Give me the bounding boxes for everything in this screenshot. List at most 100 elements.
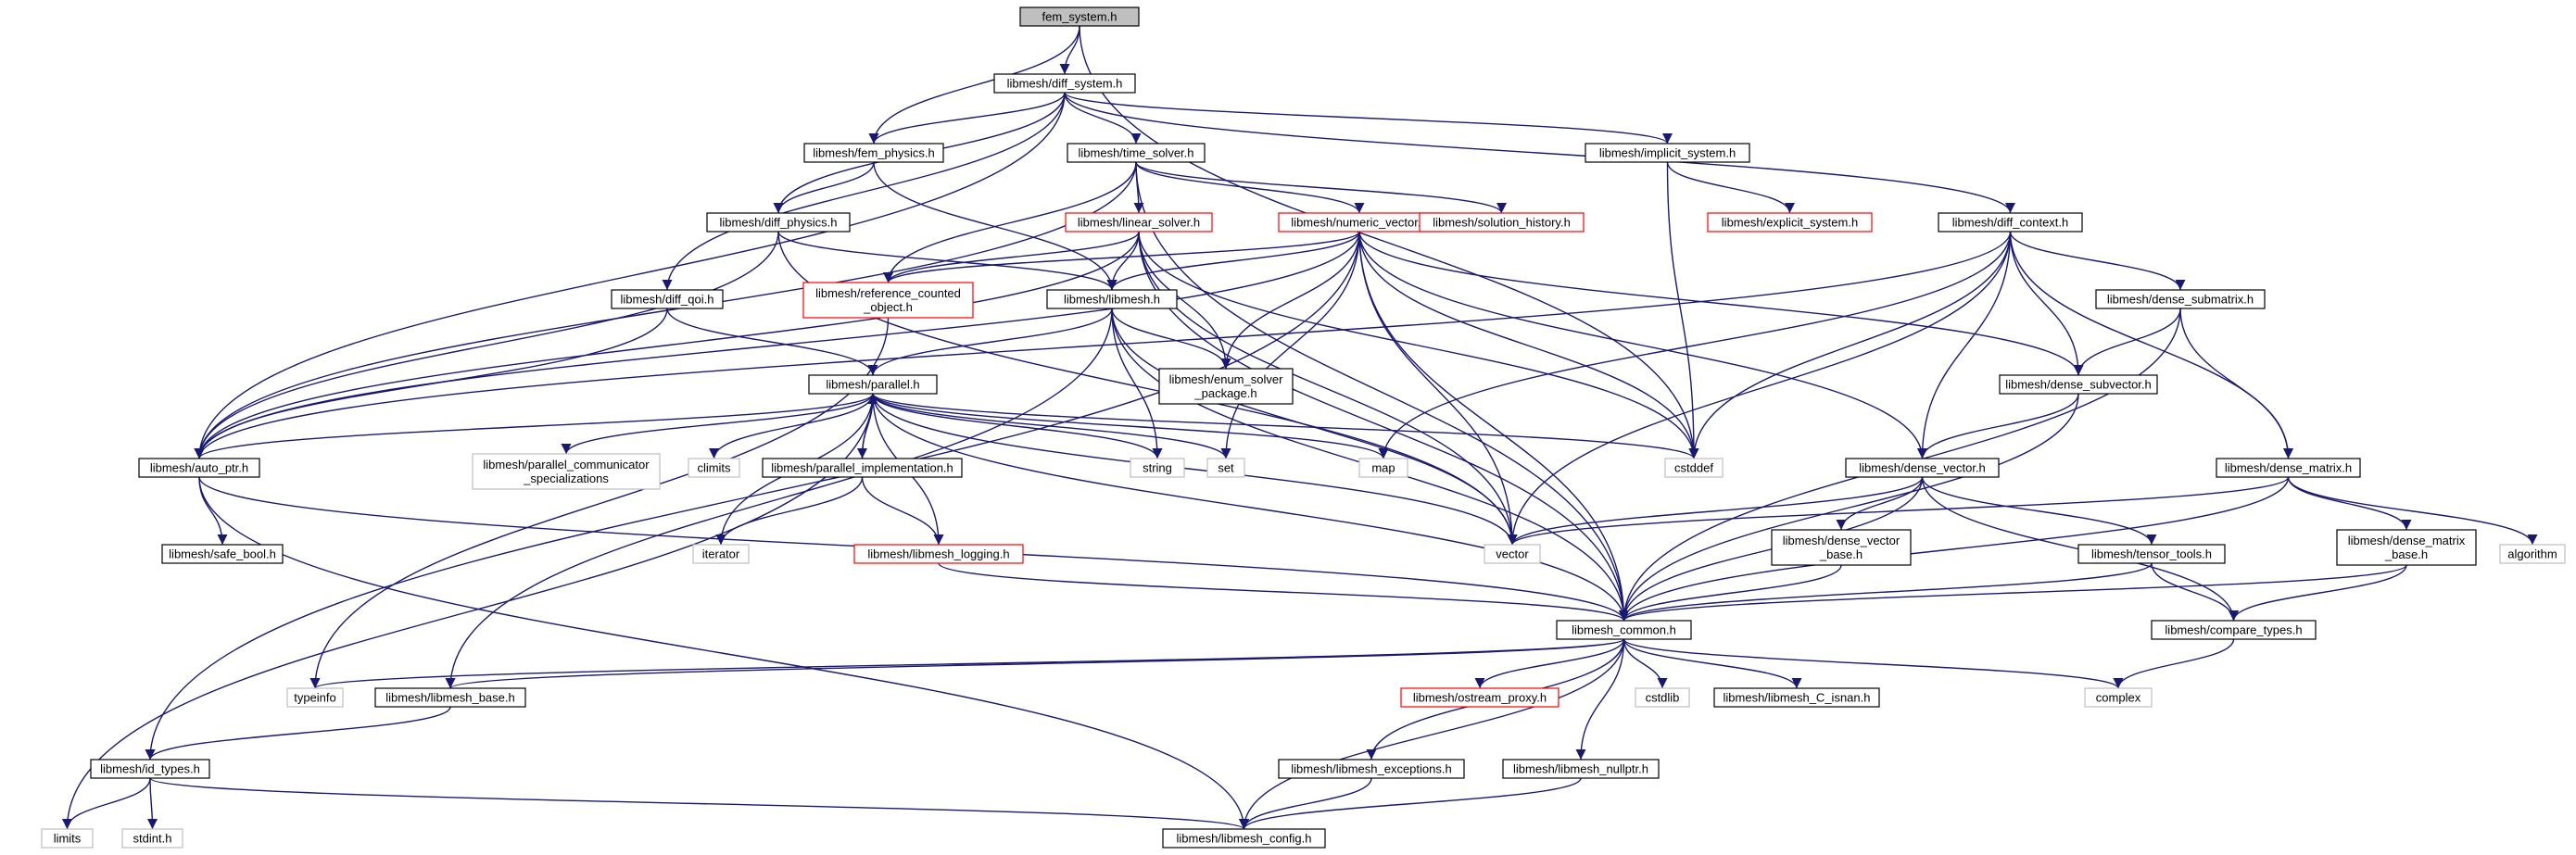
node-solution_history[interactable]: libmesh/solution_history.h — [1419, 212, 1585, 233]
edge-time_solver-to-numeric_vector — [1135, 161, 1365, 214]
node-box-libmesh — [1046, 289, 1178, 309]
edge-diff_qoi-to-auto_ptr — [194, 308, 668, 459]
node-diff_context[interactable]: libmesh/diff_context.h — [1938, 212, 2083, 233]
node-box-auto_ptr — [138, 458, 260, 478]
node-layer: fem_system.h libmesh/diff_system.hlibmesh… — [41, 6, 2566, 849]
node-numeric_vector[interactable]: libmesh/numeric_vector.h — [1278, 212, 1441, 233]
node-box-dense_matrix — [2216, 458, 2361, 478]
node-parallel[interactable]: libmesh/parallel.h — [808, 374, 938, 395]
edge-diff_physics-to-libmesh — [777, 231, 1118, 291]
node-box-linear_solver — [1065, 212, 1213, 233]
edge-libmesh-to-parallel — [867, 308, 1113, 376]
node-libmesh_base[interactable]: libmesh/libmesh_base.h — [374, 687, 526, 708]
node-libmesh_nullptr[interactable]: libmesh/libmesh_nullptr.h — [1502, 759, 1660, 779]
node-dense_vector_base[interactable]: libmesh/dense_vector_base.h — [1771, 529, 1912, 566]
node-algorithm[interactable]: algorithm — [2499, 544, 2566, 564]
node-diff_physics[interactable]: libmesh/diff_physics.h — [706, 212, 851, 233]
node-ostream_proxy[interactable]: libmesh/ostream_proxy.h — [1400, 687, 1559, 708]
node-libmesh_logging[interactable]: libmesh/libmesh_logging.h — [853, 544, 1024, 564]
node-dense_submatrix[interactable]: libmesh/dense_submatrix.h — [2095, 289, 2266, 309]
node-box-algorithm — [2499, 544, 2566, 564]
node-cstdlib[interactable]: cstdlib — [1635, 687, 1690, 708]
node-enum_solver[interactable]: libmesh/enum_solver_package.h — [1158, 368, 1294, 405]
node-time_solver[interactable]: libmesh/time_solver.h — [1067, 143, 1206, 163]
node-fem_physics[interactable]: libmesh/fem_physics.h — [803, 143, 944, 163]
node-tensor_tools[interactable]: libmesh/tensor_tools.h — [2077, 544, 2226, 564]
node-label-libmesh_base: libmesh/libmesh_base.h — [385, 691, 514, 705]
node-stdint[interactable]: stdint.h — [121, 828, 183, 849]
edge-id_types-to-stdint — [146, 777, 158, 830]
edge-libmesh_exceptions-to-libmesh_config — [1238, 777, 1372, 830]
node-box-limits — [41, 828, 94, 849]
node-implicit_system[interactable]: libmesh/implicit_system.h — [1585, 143, 1750, 163]
edge-diff_context-to-auto_ptr — [194, 231, 2012, 459]
edge-diff_system-to-diff_context — [1064, 92, 2015, 214]
node-climits[interactable]: climits — [688, 458, 740, 478]
node-compare_types[interactable]: libmesh/compare_types.h — [2151, 620, 2317, 640]
node-map[interactable]: map — [1358, 458, 1408, 478]
node-box-safe_bool — [161, 544, 284, 564]
node-string[interactable]: string — [1130, 458, 1185, 478]
edge-linear_solver-to-enum_solver — [1138, 231, 1231, 370]
node-libmesh_common[interactable]: libmesh_common.h — [1556, 620, 1692, 640]
node-fem_system[interactable]: fem_system.h — [1019, 6, 1140, 27]
node-box-parallel — [808, 374, 938, 395]
node-box-diff_context — [1938, 212, 2083, 233]
node-diff_system[interactable]: libmesh/diff_system.h — [993, 73, 1136, 94]
edge-libmesh_common-to-libmesh_nullptr — [1575, 638, 1625, 761]
node-linear_solver[interactable]: libmesh/linear_solver.h — [1065, 212, 1213, 233]
node-explicit_system[interactable]: libmesh/explicit_system.h — [1707, 212, 1873, 233]
edge-diff_context-to-dense_subvector — [2009, 231, 2084, 376]
node-iterator[interactable]: iterator — [692, 544, 750, 564]
node-dense_vector[interactable]: libmesh/dense_vector.h — [1845, 458, 2000, 478]
node-label-dense_matrix_base: libmesh/dense_matrix — [2348, 534, 2466, 547]
node-label-limits: limits — [54, 832, 82, 846]
node-set[interactable]: set — [1206, 458, 1245, 478]
node-box-dense_matrix_base — [2336, 529, 2477, 566]
node-libmesh_config[interactable]: libmesh/libmesh_config.h — [1162, 828, 1326, 849]
edge-numeric_vector-to-id_types — [145, 231, 1360, 761]
edge-diff_context-to-vector — [1507, 231, 2012, 546]
edge-dense_vector-to-tensor_tools — [1921, 476, 2157, 546]
edge-fem_system-to-cstddef — [1079, 25, 1699, 459]
node-label-diff_qoi: libmesh/diff_qoi.h — [621, 293, 714, 307]
node-libmesh[interactable]: libmesh/libmesh.h — [1046, 289, 1178, 309]
node-complex[interactable]: complex — [2084, 687, 2153, 708]
edge-parallel-to-vector — [872, 393, 1518, 546]
node-typeinfo[interactable]: typeinfo — [286, 687, 344, 708]
node-dense_subvector[interactable]: libmesh/dense_subvector.h — [1999, 374, 2158, 395]
node-label-dense_submatrix: libmesh/dense_submatrix.h — [2107, 293, 2254, 307]
edge-numeric_vector-to-reference_counted — [883, 231, 1360, 283]
node-c_isnan[interactable]: libmesh/libmesh_C_isnan.h — [1713, 687, 1880, 708]
node-dense_matrix_base[interactable]: libmesh/dense_matrix_base.h — [2336, 529, 2477, 566]
node-parallel_comm_spec[interactable]: libmesh/parallel_communicator_specializa… — [472, 453, 661, 490]
edge-parallel-to-set — [872, 393, 1231, 459]
node-label-id_types: libmesh/id_types.h — [100, 762, 200, 776]
node-reference_counted[interactable]: libmesh/reference_counted_object.h — [802, 282, 974, 319]
node-label-linear_solver: libmesh/linear_solver.h — [1078, 216, 1200, 230]
edge-implicit_system-to-explicit_system — [1666, 161, 1796, 214]
node-box-explicit_system — [1707, 212, 1873, 233]
node-cstddef[interactable]: cstddef — [1664, 458, 1724, 478]
edge-dense_matrix_base-to-compare_types — [2228, 564, 2407, 622]
node-diff_qoi[interactable]: libmesh/diff_qoi.h — [611, 289, 724, 309]
node-box-libmesh_config — [1162, 828, 1326, 849]
edge-parallel-to-parallel_comm_spec — [561, 393, 874, 455]
node-label-libmesh: libmesh/libmesh.h — [1064, 293, 1160, 307]
node-limits[interactable]: limits — [41, 828, 94, 849]
edge-implicit_system-to-cstddef — [1666, 161, 1699, 459]
node-dense_matrix[interactable]: libmesh/dense_matrix.h — [2216, 458, 2361, 478]
edge-dense_vector-to-vector — [1507, 476, 1924, 546]
node-box-ostream_proxy — [1400, 687, 1559, 708]
node-box-dense_vector_base — [1771, 529, 1912, 566]
node-label-fem_system: fem_system.h — [1042, 10, 1118, 24]
node-vector[interactable]: vector — [1484, 544, 1541, 564]
node-auto_ptr[interactable]: libmesh/auto_ptr.h — [138, 458, 260, 478]
node-box-diff_physics — [706, 212, 851, 233]
node-safe_bool[interactable]: libmesh/safe_bool.h — [161, 544, 284, 564]
node-parallel_impl[interactable]: libmesh/parallel_implementation.h — [762, 458, 963, 478]
node-id_types[interactable]: libmesh/id_types.h — [90, 759, 210, 779]
edge-dense_subvector-to-libmesh_common — [1618, 393, 2079, 622]
node-libmesh_exceptions[interactable]: libmesh/libmesh_exceptions.h — [1278, 759, 1465, 779]
